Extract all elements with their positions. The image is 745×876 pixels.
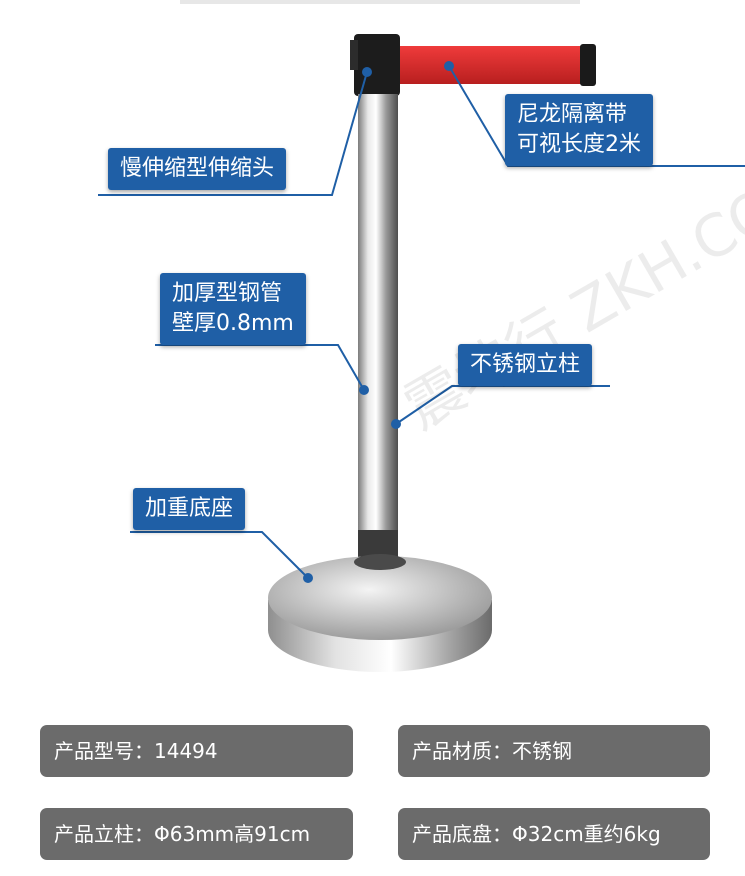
callout-base-text: 加重底座 <box>145 496 234 521</box>
watermark: 震坤行 ZKH.COM <box>393 150 745 443</box>
callout-pillar: 不锈钢立柱 <box>458 344 593 386</box>
spec-base-key: 产品底盘： <box>412 822 512 846</box>
spec-pillar: 产品立柱：Φ63mm高91cm <box>40 808 353 860</box>
callout-pillar-text: 不锈钢立柱 <box>470 352 581 377</box>
callout-belt-line1: 尼龙隔离带 <box>517 102 628 127</box>
spec-pillar-key: 产品立柱： <box>54 822 154 846</box>
spec-base: 产品底盘：Φ32cm重约6kg <box>398 808 710 860</box>
spec-material-value: 不锈钢 <box>512 739 572 763</box>
spec-base-value: Φ32cm重约6kg <box>512 822 661 846</box>
callout-belt-line2: 可视长度2米 <box>517 132 641 157</box>
spec-model-key: 产品型号： <box>54 739 154 763</box>
callout-head-text: 慢伸缩型伸缩头 <box>120 156 275 181</box>
belt-clip <box>580 44 596 86</box>
retractable-head <box>354 34 400 96</box>
callout-tube-line1: 加厚型钢管 <box>172 281 283 306</box>
spec-material: 产品材质：不锈钢 <box>398 725 710 777</box>
callout-tube-line2: 壁厚0.8mm <box>172 311 294 336</box>
steel-pole <box>358 94 398 534</box>
spec-pillar-value: Φ63mm高91cm <box>154 822 311 846</box>
callout-tube: 加厚型钢管 壁厚0.8mm <box>160 273 306 345</box>
spec-model: 产品型号：14494 <box>40 725 353 777</box>
spec-model-value: 14494 <box>154 739 218 763</box>
head-side <box>350 40 358 70</box>
callout-belt: 尼龙隔离带 可视长度2米 <box>505 94 653 166</box>
leader-dots <box>303 61 454 583</box>
top-shadow <box>180 0 580 4</box>
stanchion-drawing: 震坤行 ZKH.COM <box>98 0 745 672</box>
spec-material-key: 产品材质： <box>412 739 512 763</box>
leader-lines <box>98 65 745 579</box>
base-top <box>268 556 492 640</box>
callout-head: 慢伸缩型伸缩头 <box>108 148 287 190</box>
callout-base: 加重底座 <box>133 488 246 530</box>
red-belt <box>396 46 586 84</box>
product-illustration: 震坤行 ZKH.COM <box>98 0 745 672</box>
base-joint <box>354 554 406 570</box>
